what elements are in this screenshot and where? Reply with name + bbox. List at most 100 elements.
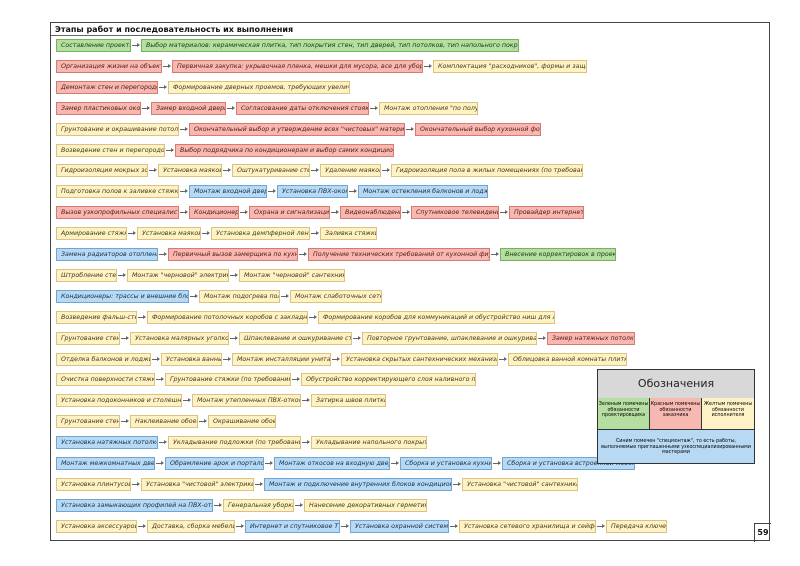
stage-box: Установка "чистовой" электрики <box>141 477 254 491</box>
arrow-connector <box>190 293 198 298</box>
stage-box: Монтаж межкомнатных дверей <box>56 457 155 470</box>
arrow-connector <box>402 210 410 215</box>
stage-box: Установка скрытых сантехнических механиз… <box>341 352 498 366</box>
stage-box: Укладывание напольного покрытия <box>311 436 427 450</box>
arrow-connector <box>230 335 238 340</box>
stage-box: Замена радиаторов отопления <box>56 248 158 261</box>
stage-box: Монтаж "черновой" сантехники <box>239 268 345 282</box>
stage-box: Замер входной двери <box>151 101 226 115</box>
arrow-connector <box>299 252 307 256</box>
stage-box: Монтаж и подключение внутренних блоков к… <box>264 477 452 491</box>
arrow-connector <box>142 105 150 110</box>
stage-box: Выбор материалов: керамическая плитка, т… <box>141 39 519 52</box>
arrow-connector <box>500 210 508 215</box>
stage-box: Удаление маяков <box>320 164 381 178</box>
arrow-connector <box>332 356 340 361</box>
arrow-connector <box>159 440 167 445</box>
arrow-connector <box>281 293 289 298</box>
stage-box: Спутниковое телевидение <box>411 206 499 220</box>
arrow-connector <box>159 84 167 89</box>
arrow-connector <box>424 63 432 68</box>
legend-blue: Синим помечен "спецмонтаж", то есть рабо… <box>598 429 754 463</box>
arrow-connector <box>223 168 231 173</box>
arrow-connector <box>223 356 231 361</box>
stage-box: Первичный вызов замерщика по кухням <box>168 248 298 261</box>
stage-box: Формирование дверных проемов, требующих … <box>168 80 350 94</box>
arrow-connector <box>156 461 164 465</box>
arrow-connector <box>370 105 378 110</box>
page-number: 59 <box>754 523 771 542</box>
diagram-frame: Этапы работ и последовательность их выпо… <box>50 22 771 542</box>
arrow-connector <box>391 461 399 465</box>
stage-box: Установка охранной системы <box>350 519 449 533</box>
arrow-connector <box>156 377 164 382</box>
arrow-connector <box>202 231 210 236</box>
arrow-connector <box>240 210 248 215</box>
arrow-connector <box>118 272 126 277</box>
arrow-connector <box>180 189 188 194</box>
stage-box: Кондиционеры: трассы и внешние блоки <box>56 289 189 303</box>
stage-box: Установка маяков <box>158 164 222 178</box>
stage-box: Окончательный выбор и утверждение всех "… <box>189 122 405 136</box>
stage-box: Оштукатуривание стен <box>232 164 310 178</box>
arrow-connector <box>163 63 171 68</box>
stage-box: Шпаклевание и ошкуривание стен <box>239 331 352 345</box>
stage-box: Установка "чистовой" сантехники <box>462 477 578 491</box>
stage-box: Провайдер интернета <box>509 206 584 220</box>
stage-box: Затирка швов плитки <box>311 394 386 408</box>
arrow-connector <box>597 523 605 528</box>
stage-box: Гидроизоляция пола в жилых помещениях (п… <box>391 164 583 178</box>
stage-box: Охрана и сигнализация <box>249 206 330 220</box>
stage-box: Отделка балконов и лоджий <box>56 352 151 366</box>
stage-box: Заливка стяжки <box>320 227 377 241</box>
stage-box: Грунтование и окрашивание потолка <box>56 122 179 136</box>
stage-box: Монтаж откосов на входную дверь <box>274 457 390 470</box>
stage-box: Монтаж входной двери <box>189 185 267 199</box>
arrow-connector <box>309 314 317 319</box>
arrow-connector <box>265 461 273 465</box>
stage-box: Грунтование стяжки (по требованию) <box>165 373 291 387</box>
stage-box: Согласование даты отключения стояков <box>236 101 369 115</box>
stage-box: Установка сетевого хранилища и сейфов <box>459 519 596 533</box>
stage-box: Очистка поверхности стяжки <box>56 373 155 387</box>
arrow-connector <box>450 523 458 528</box>
stage-box: Грунтование стен <box>56 331 120 345</box>
stage-box: Штробление стен <box>56 268 117 282</box>
stage-box: Монтаж подогрева пола <box>199 289 280 303</box>
arrow-connector <box>292 377 300 382</box>
arrow-connector <box>138 314 146 319</box>
legend: Обозначения Зеленым помечены обязанности… <box>597 369 755 464</box>
arrow-connector <box>302 440 310 445</box>
stage-box: Окрашивание обоев <box>208 415 276 429</box>
arrow-connector <box>493 461 501 465</box>
page-title: Этапы работ и последовательность их выпо… <box>55 25 294 34</box>
arrow-connector <box>166 147 174 152</box>
arrow-connector <box>491 252 499 256</box>
arrow-connector <box>183 398 191 403</box>
stage-box: Получение технических требований от кухо… <box>308 248 490 261</box>
stage-box: Монтаж инсталляции унитаза <box>232 352 331 366</box>
arrow-connector <box>199 419 207 424</box>
arrow-connector <box>128 231 136 236</box>
arrow-connector <box>132 481 140 486</box>
stage-box: Установка демпферной ленты <box>211 227 310 241</box>
arrow-connector <box>349 189 357 194</box>
legend-green: Зеленым помечены обязанности проектировщ… <box>598 398 650 429</box>
arrow-connector <box>214 502 222 507</box>
arrow-connector <box>341 523 349 528</box>
stage-box: Монтаж "черновой" электрики <box>127 268 229 282</box>
stage-box: Демонтаж стен и перегородок <box>56 80 158 94</box>
stage-box: Сборка и установка кухни <box>400 457 492 470</box>
stage-box: Монтаж отопления "по полу" <box>379 101 478 115</box>
stage-box: Замер натяжных потолков <box>547 331 635 345</box>
arrow-connector <box>302 398 310 403</box>
stage-box: Наклеивание обоев <box>130 415 198 429</box>
legend-red: Красным помечены обязанности заказчика <box>650 398 702 429</box>
stage-box: Монтаж остекления балконов и лоджий <box>358 185 488 199</box>
stage-box: Подготовка полов к заливке стяжки <box>56 185 179 199</box>
arrow-connector <box>406 126 414 131</box>
arrow-connector <box>132 43 140 47</box>
arrow-connector <box>353 335 361 340</box>
stage-box: Установка подоконников и столешниц <box>56 394 182 408</box>
stage-box: Армирование стяжки <box>56 227 127 241</box>
